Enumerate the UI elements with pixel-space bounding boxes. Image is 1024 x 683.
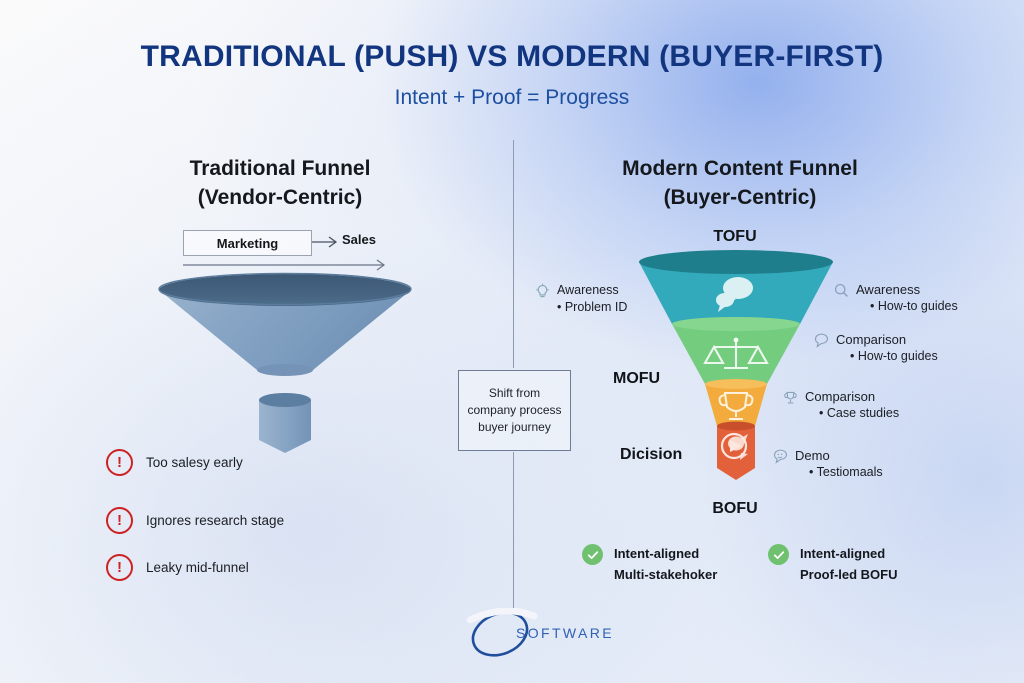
benefit-row-1: Intent-aligned Proof-led BOFU [768, 543, 898, 586]
shift-note-line3: buyer journey [478, 420, 551, 434]
trophy-icon [718, 392, 754, 420]
scales-icon [703, 341, 769, 370]
left-panel-title-line2: (Vendor-Centric) [197, 186, 363, 209]
trophy-outline-icon [784, 391, 797, 404]
issue-row-2: ! Leaky mid-funnel [106, 554, 249, 581]
logo-text: SOFTWARE [516, 625, 615, 641]
swoosh-ellipse-logo [466, 608, 538, 657]
benefit-1-line2: Proof-led BOFU [800, 567, 898, 582]
shift-note-line2: company process [467, 403, 562, 417]
warning-circle-icon: ! [106, 507, 133, 534]
warning-circle-icon: ! [106, 449, 133, 476]
arrow-right-icon [312, 236, 338, 248]
stage-label-decision: Dicision [620, 446, 683, 463]
left-panel-title-line1: Traditional Funnel [189, 157, 371, 180]
left-panel-title: Traditional Funnel (Vendor-Centric) [120, 154, 440, 212]
search-icon [834, 283, 848, 297]
right-panel-title: Modern Content Funnel (Buyer-Centric) [575, 154, 905, 212]
annotation-left-0-bullet: • Problem ID [557, 300, 628, 314]
shift-note-box: Shift from company process buyer journey [458, 370, 571, 451]
sales-label: Sales [342, 232, 376, 247]
traditional-funnel-graphic [158, 272, 412, 453]
stage-label-mofu: MOFU [613, 370, 661, 387]
annotation-right-3-bullet: • Testiomaals [809, 465, 883, 479]
benefit-0-line2: Multi-stakehoker [614, 567, 718, 582]
check-circle-icon [582, 544, 603, 565]
annotation-left-0-label: Awareness [557, 283, 619, 297]
annotation-right-3-label: Demo [795, 448, 830, 463]
page-subtitle: Intent + Proof = Progress [394, 86, 630, 109]
speech-bubble-icon [814, 333, 828, 348]
issue-row-0: ! Too salesy early [106, 449, 243, 476]
lightbulb-icon [536, 283, 549, 298]
right-panel-title-line1: Modern Content Funnel [622, 157, 858, 180]
issue-label-2: Leaky mid-funnel [146, 560, 249, 575]
annotation-right-1: Comparison • How-to guides [813, 331, 938, 365]
annotation-right-0-bullet: • How-to guides [870, 299, 958, 313]
shift-note-line1: Shift from [488, 386, 541, 400]
scales-pivot-icon [733, 337, 739, 343]
benefit-0-line1: Intent-aligned [614, 546, 700, 561]
benefit-row-0: Intent-aligned Multi-stakehoker [582, 543, 717, 586]
annotation-right-3: Demo • Testiomaals [772, 447, 883, 481]
issue-label-0: Too salesy early [146, 455, 243, 470]
annotation-left-0: Awareness • Problem ID [534, 282, 627, 316]
warning-circle-icon: ! [106, 554, 133, 581]
annotation-right-0-label: Awareness [856, 282, 921, 297]
annotation-right-0: Awareness • How-to guides [833, 281, 958, 315]
vertical-divider-bottom [513, 452, 515, 615]
annotation-right-2-bullet: • Case studies [819, 406, 900, 420]
page-title: TRADITIONAL (PUSH) VS MODERN (BUYER-FIRS… [140, 40, 884, 73]
stage-label-bofu: BOFU [712, 500, 758, 517]
annotation-right-2-label: Comparison [805, 389, 876, 404]
marketing-box: Marketing [183, 230, 312, 256]
benefit-1-line1: Intent-aligned [800, 546, 886, 561]
play-bubble-icon [720, 432, 748, 460]
annotation-right-1-label: Comparison [836, 332, 907, 347]
modern-funnel-graphic [639, 250, 833, 480]
vertical-divider-top [513, 140, 515, 368]
check-circle-icon [768, 544, 789, 565]
long-arrow-right-icon [183, 259, 386, 271]
annotation-right-1-bullet: • How-to guides [850, 349, 938, 363]
stage-label-tofu: TOFU [713, 228, 757, 245]
issue-label-1: Ignores research stage [146, 513, 285, 528]
chat-face-icon [773, 449, 787, 464]
issue-row-1: ! Ignores research stage [106, 507, 284, 534]
marketing-label: Marketing [216, 235, 279, 251]
right-panel-title-line2: (Buyer-Centric) [663, 186, 817, 209]
annotation-right-2: Comparison • Case studies [782, 388, 899, 422]
funnel-band-decision [705, 384, 767, 426]
speech-bubbles-icon [716, 277, 753, 312]
